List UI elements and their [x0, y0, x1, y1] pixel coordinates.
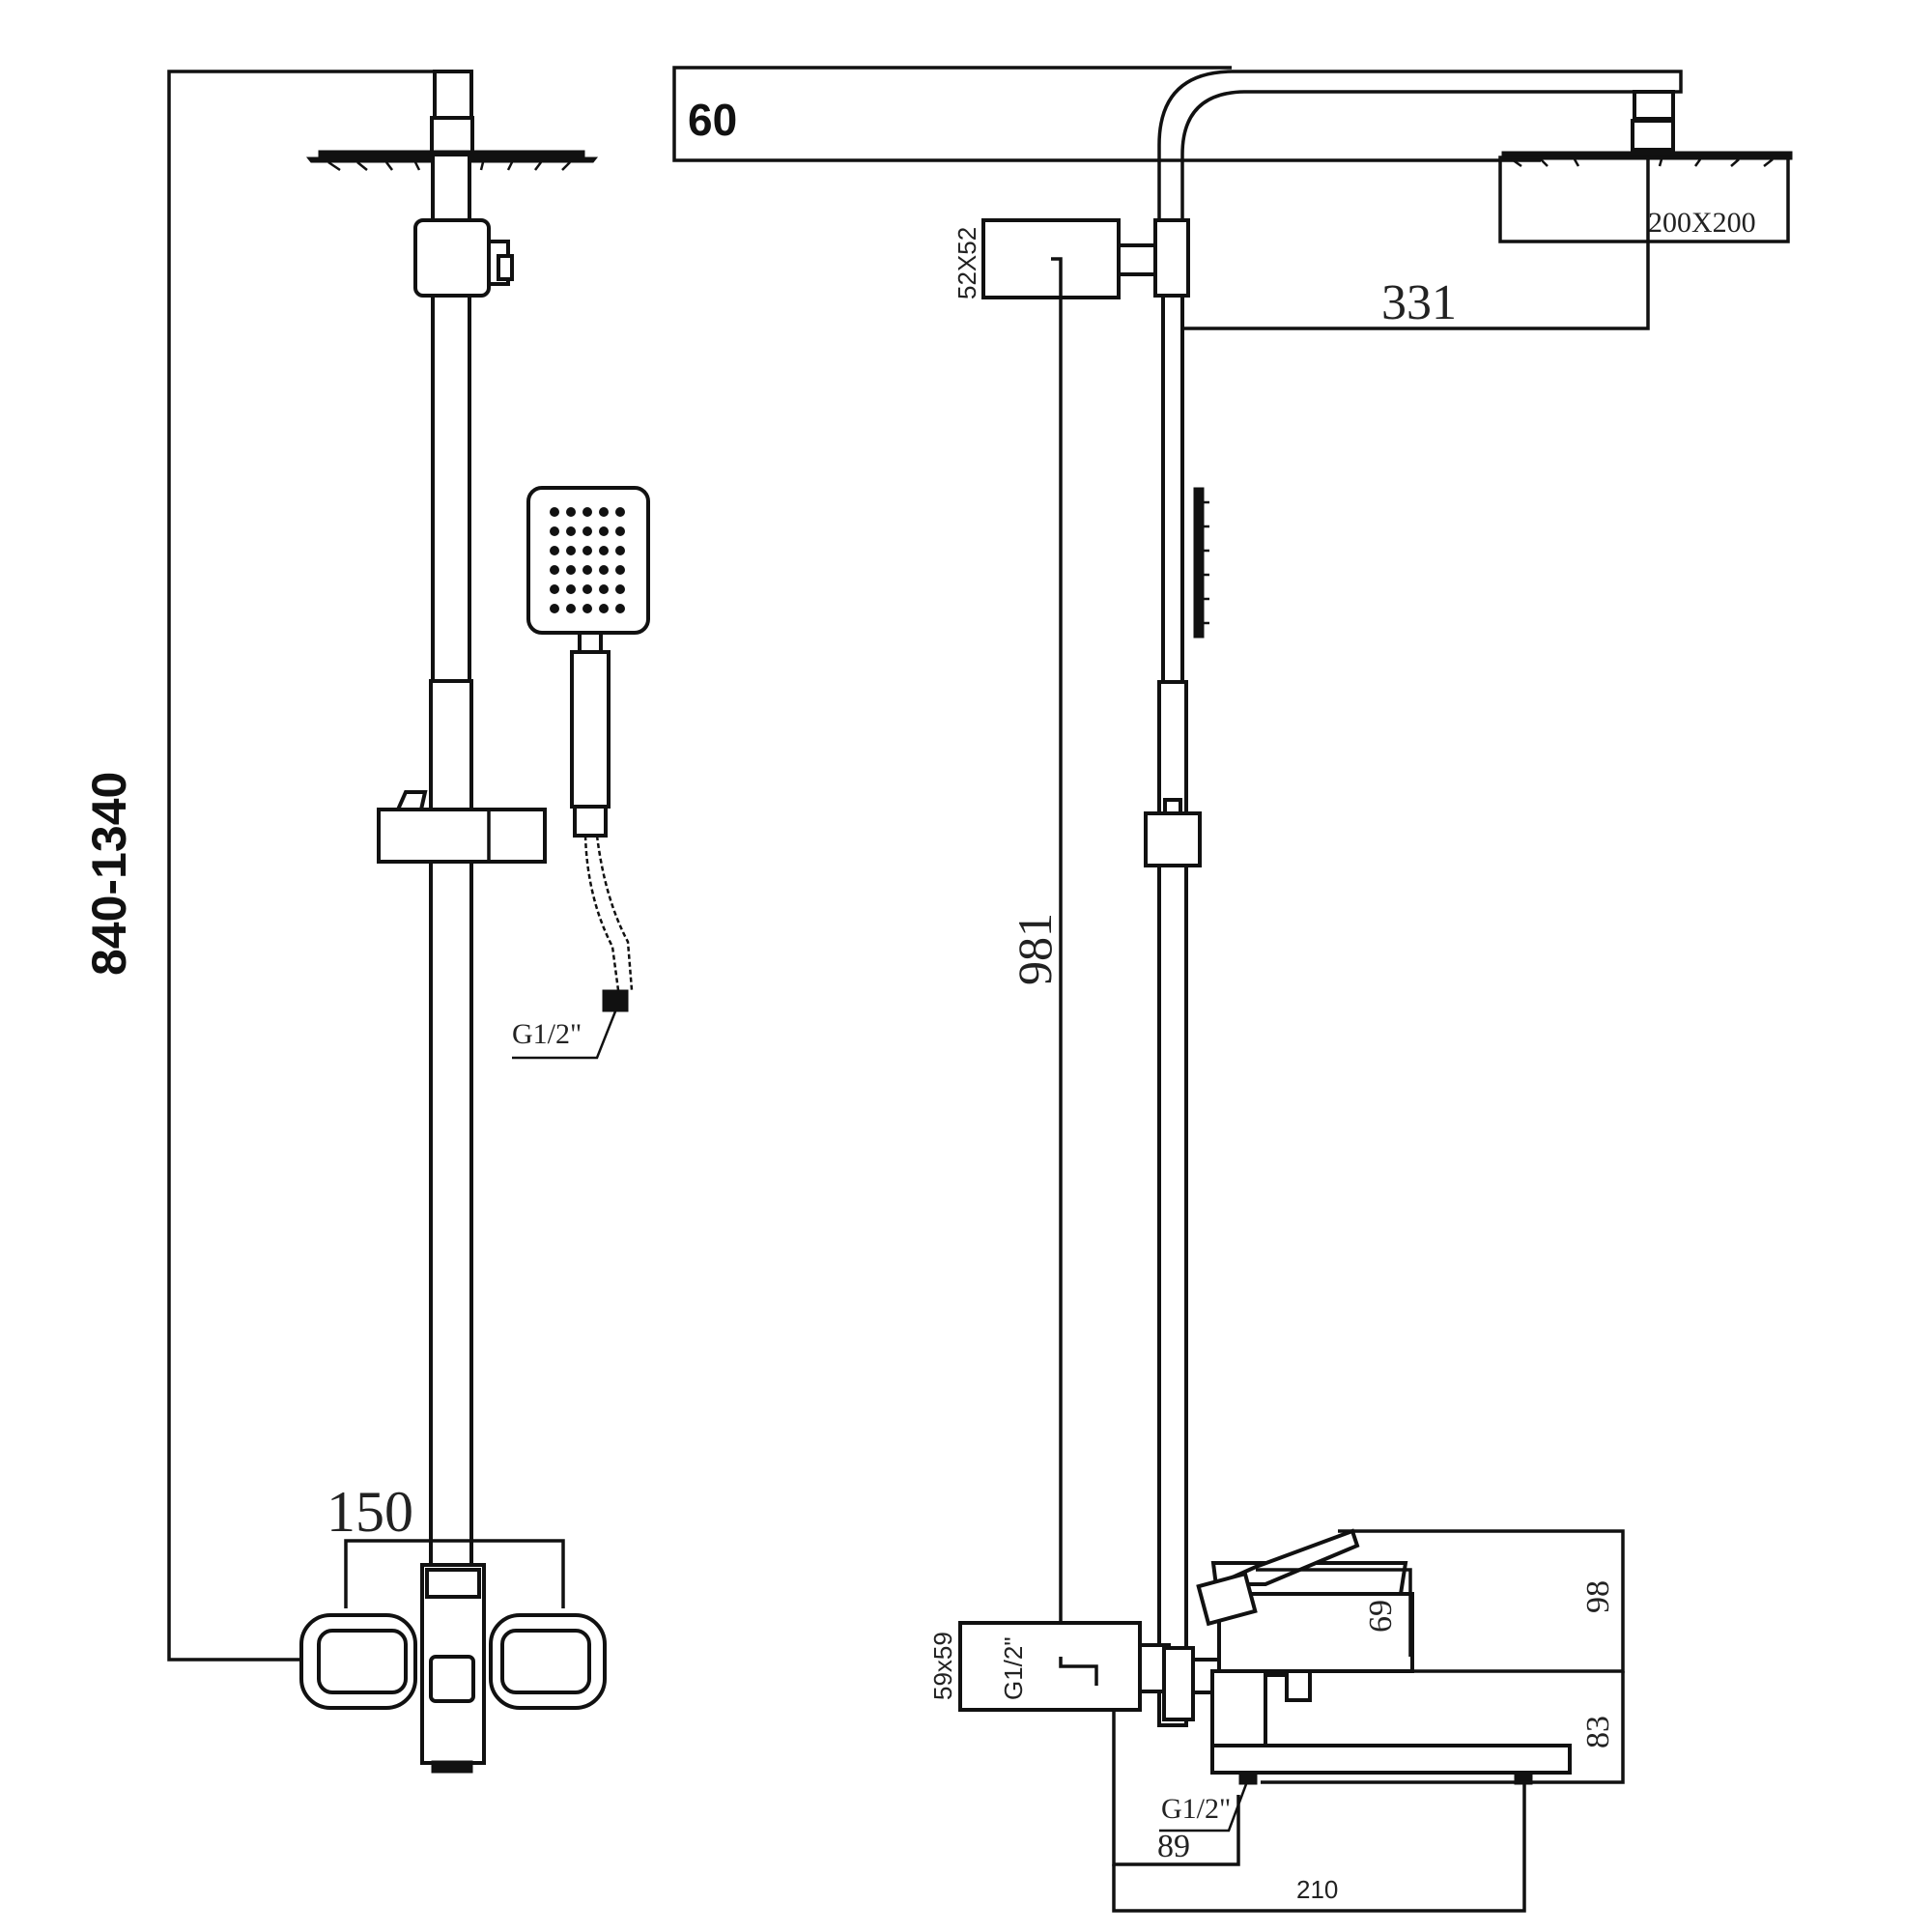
- head-ball-joint: [1631, 119, 1675, 152]
- mixer-inlet-body: [958, 1621, 1142, 1712]
- spout-reach-dimension: [1112, 1784, 1526, 1913]
- nozzle-dot: [615, 546, 625, 555]
- diverter-size-label: 52X52: [952, 227, 981, 299]
- hose-thread-leader: [512, 1010, 617, 1060]
- spout-height-dimension: [1256, 1568, 1412, 1657]
- diverter-collar: [1153, 218, 1190, 298]
- head-size-box: [1498, 156, 1790, 243]
- nozzle-dot: [599, 584, 609, 594]
- nozzle-dot: [599, 565, 609, 575]
- nozzle-dot: [550, 604, 559, 613]
- spout-reach-label: 210: [1296, 1875, 1338, 1904]
- nozzle-dot: [550, 546, 559, 555]
- head-size-label: 200X200: [1648, 207, 1756, 239]
- nozzle-dot: [582, 604, 592, 613]
- arm-reach-label: 331: [1381, 275, 1457, 330]
- side-view: 60 200X200 331 52X52: [672, 66, 1793, 1913]
- riser-pipe-side-upper: [1161, 294, 1184, 684]
- nozzle-dot: [550, 584, 559, 594]
- nozzle-dot: [615, 565, 625, 575]
- height-dimension-line: [167, 70, 471, 1662]
- nozzle-dot: [615, 604, 625, 613]
- nozzle-dot: [615, 526, 625, 536]
- nozzle-dot: [582, 584, 592, 594]
- hand-shower: G1/2": [512, 486, 650, 1060]
- nozzle-dot: [566, 604, 576, 613]
- nozzle-dot: [582, 526, 592, 536]
- mixer-body-side: 59x59 G1/2": [928, 1528, 1572, 1785]
- inlet-thread-bottom-leader: [1159, 1783, 1248, 1833]
- nozzle-dot: [599, 604, 609, 613]
- nozzle-dot: [566, 584, 576, 594]
- hose-thread-label: G1/2": [512, 1018, 582, 1050]
- nozzle-dot: [615, 507, 625, 517]
- top-connector-nut: [430, 116, 474, 156]
- mixer-total-height-label: 98: [1580, 1580, 1616, 1613]
- head-drop-dimension: [672, 66, 1541, 162]
- mixer-center-knob: [429, 1655, 475, 1703]
- nozzle-dot: [582, 546, 592, 555]
- diverter-side: 52X52: [952, 218, 1190, 1657]
- hand-shower-handle: [570, 650, 611, 809]
- nozzle-dot: [566, 565, 576, 575]
- shower-hose: [583, 835, 634, 991]
- slide-bracket: [377, 790, 547, 864]
- nozzle-dot: [599, 507, 609, 517]
- shower-arm: [1157, 70, 1683, 285]
- spout-height-label: 69: [1363, 1600, 1399, 1633]
- mixer-width-dimension: [344, 1539, 565, 1608]
- nozzle-dot: [550, 507, 559, 517]
- nozzle-dot: [599, 546, 609, 555]
- nozzle-dot: [550, 565, 559, 575]
- nozzle-dot: [566, 546, 576, 555]
- spout: [1210, 1744, 1572, 1775]
- mixer-body-front: [299, 1563, 607, 1774]
- inlet-thread-top-label: G1/2": [999, 1636, 1028, 1700]
- hand-shower-nozzles: [550, 507, 625, 613]
- spout-base-dimension: [1261, 1671, 1625, 1784]
- mixer-total-height-dimension: [1225, 1529, 1625, 1673]
- inlet-offset-dimension: [1112, 1710, 1240, 1866]
- nozzle-dot: [615, 584, 625, 594]
- nozzle-dot: [582, 565, 592, 575]
- head-drop-label: 60: [688, 95, 737, 145]
- diverter-block-front: [413, 218, 491, 298]
- nozzle-dot: [599, 526, 609, 536]
- spout-base-height-label: 83: [1580, 1716, 1616, 1748]
- slide-bracket-side: [1144, 811, 1202, 867]
- riser-length-label: 981: [1008, 913, 1062, 985]
- mixer-width-label: 150: [327, 1480, 413, 1544]
- height-dimension-label: 840-1340: [82, 772, 136, 976]
- nozzle-dot: [582, 507, 592, 517]
- rain-shower-head-side: 200X200: [1498, 119, 1793, 243]
- top-connector: [433, 70, 473, 120]
- mixer-body-size-label: 59x59: [928, 1632, 957, 1700]
- front-view: 840-1340: [82, 70, 650, 1774]
- inlet-thread-bottom-label: G1/2": [1161, 1793, 1231, 1825]
- nozzle-dot: [566, 526, 576, 536]
- hand-shower-side: [1193, 487, 1209, 639]
- nozzle-dot: [550, 526, 559, 536]
- inlet-offset-label: 89: [1157, 1829, 1190, 1864]
- nozzle-dot: [566, 507, 576, 517]
